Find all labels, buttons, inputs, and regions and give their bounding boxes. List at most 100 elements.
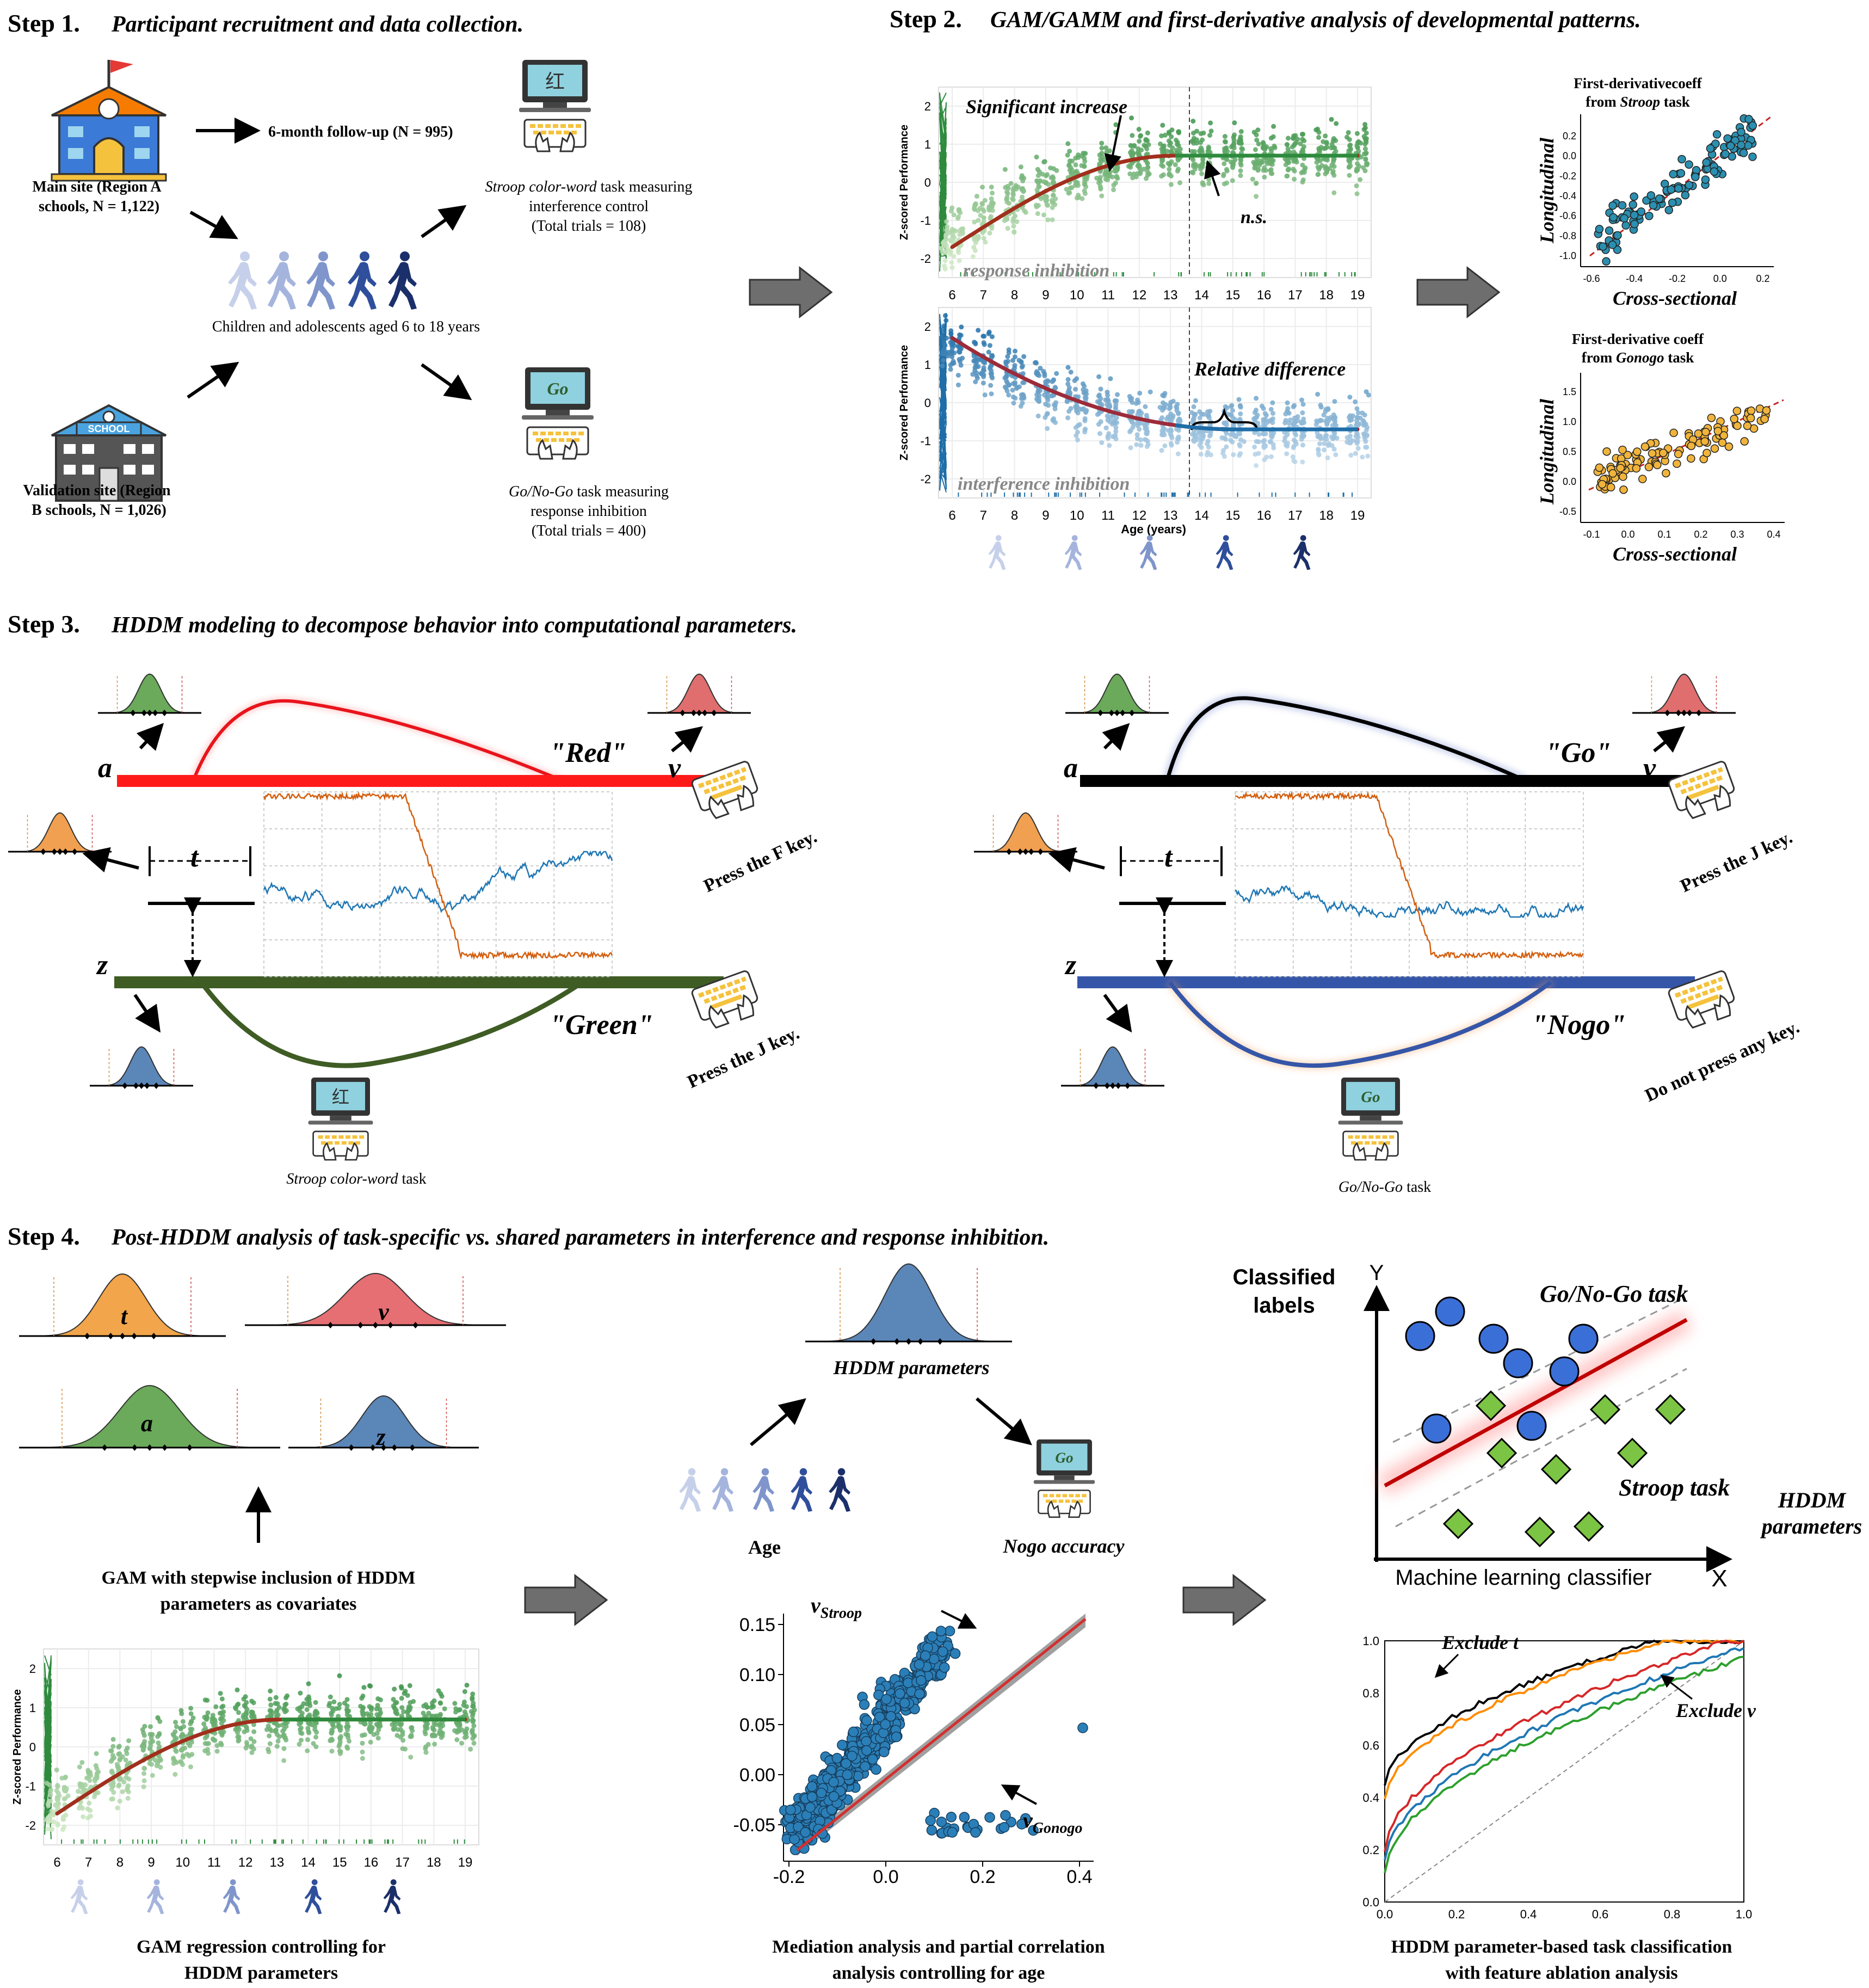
age-walkers-icon [228,251,417,310]
svg-text:2: 2 [924,320,931,334]
roc-caption-2: with feature ablation analysis [1445,1963,1677,1983]
keyboard-icon-f [690,759,763,824]
svg-text:9: 9 [147,1855,155,1870]
svg-text:-0.2: -0.2 [773,1867,805,1887]
svg-text:0.05: 0.05 [739,1715,775,1735]
svg-text:-0.6: -0.6 [1559,211,1576,221]
param-a: a [98,753,112,784]
svg-text:-0.4: -0.4 [1559,190,1576,201]
svg-text:14: 14 [1194,508,1209,523]
svg-text:8: 8 [116,1855,124,1870]
svg-text:0.2: 0.2 [1563,131,1576,141]
flow-arrow-2 [1416,267,1500,318]
svg-text:1: 1 [924,358,931,372]
step3-panel: a v t z "Red" "Green" Press the F key. P… [8,673,1803,1196]
roc-caption-1: HDDM parameter-based task classification [1391,1937,1732,1957]
svg-text:11: 11 [1101,508,1115,523]
svg-text:13: 13 [269,1855,284,1870]
svg-text:0.6: 0.6 [1592,1907,1609,1921]
svg-text:1: 1 [924,138,931,151]
svg-text:0.5: 0.5 [1563,446,1576,457]
svg-text:0: 0 [29,1740,36,1754]
svg-text:-2: -2 [920,252,931,266]
svg-text:0.0: 0.0 [1621,529,1634,540]
param-z: z [96,950,108,981]
svg-text:18: 18 [1319,508,1334,523]
posterior-z: z [288,1395,479,1451]
flow-arrow-3 [524,1574,608,1626]
svg-text:0: 0 [924,396,931,410]
stroop-desc-3: (Total trials = 108) [532,218,646,235]
svg-text:17: 17 [1288,508,1303,523]
validation-label-2: B schools, N = 1,026) [32,502,166,519]
svg-text:z: z [375,1424,385,1450]
no-press-label: Do not press any key. [1642,1017,1803,1106]
gam-reg-2: HDDM parameters [184,1963,338,1983]
svg-text:0.2: 0.2 [1756,273,1769,284]
ddm-gonogo: a v t z "Go" "Nogo" Press the J key. Do … [974,673,1803,1196]
press-j-label: Press the J key. [684,1023,803,1092]
svg-text:7: 7 [980,508,987,523]
svg-text:0.4: 0.4 [1066,1867,1092,1887]
svg-text:0.2: 0.2 [1362,1843,1379,1857]
svg-text:-0.2: -0.2 [1559,170,1576,181]
bottom-ylabel: Z-scored Performance [898,345,910,460]
svg-text:19: 19 [1350,288,1365,303]
svg-text:0.0: 0.0 [1377,1907,1393,1921]
svg-text:a: a [141,1410,153,1437]
svg-text:0.2: 0.2 [1448,1907,1465,1921]
flow-arrow-1 [749,267,832,318]
v-gonogo-label: vGonogo [1023,1808,1083,1837]
svg-text:0.00: 0.00 [739,1765,775,1786]
svg-text:1.5: 1.5 [1563,386,1576,397]
step4-panel: t v a z GAM with stepwise inclusion of H… [11,1261,1862,1983]
svg-text:0: 0 [924,176,931,189]
validation-label-1: Validation site (Region [23,482,171,499]
stroop-desc-1: Stroop color-word task measuring [485,179,693,195]
mediation-caption-2: analysis controlling for age [832,1963,1045,1983]
svg-text:0.0: 0.0 [1713,273,1727,284]
svg-text:0.8: 0.8 [1664,1907,1681,1921]
gonogo-computer-icon: Go [521,366,595,460]
v-stroop-label: vStroop [811,1593,862,1622]
svg-text:1.0: 1.0 [1736,1907,1753,1921]
press-j-label-2: Press the J key. [1677,827,1796,896]
svg-text:8: 8 [1011,288,1018,303]
relative-difference-label: Relative difference [1194,358,1346,380]
param-v-2: v [1643,753,1656,784]
step2-walkers-icon [988,535,1311,570]
svg-text:Go: Go [1055,1450,1073,1466]
gonogo-task-label: Go/No-Go task [1540,1281,1688,1307]
scatter1-xlabel: Cross-sectional [1613,287,1737,309]
posterior-v: v [245,1272,506,1328]
svg-text:15: 15 [1225,508,1240,523]
age-xlabel: Age (years) [1121,522,1186,536]
svg-text:-2: -2 [25,1819,36,1832]
svg-text:19: 19 [1350,508,1365,523]
main-to-children-arrow [189,211,238,239]
svg-text:1.0: 1.0 [1563,416,1576,427]
response-nogo: "Nogo" [1532,1010,1626,1041]
response-red: "Red" [550,737,627,768]
scatter2-xlabel: Cross-sectional [1613,543,1737,565]
step4-heading: Step 4. Post-HDDM analysis of task-speci… [8,1222,1049,1250]
svg-text:0.1: 0.1 [1657,529,1671,540]
svg-text:0.3: 0.3 [1730,529,1744,540]
svg-text:19: 19 [458,1855,473,1870]
svg-text:-1: -1 [920,434,931,448]
main-school-icon [51,60,167,182]
svg-text:0.2: 0.2 [970,1867,995,1887]
svg-text:6: 6 [948,288,955,303]
scatter2-title-2: from Gonogo task [1582,349,1694,366]
svg-text:-1: -1 [920,214,931,227]
svg-text:7: 7 [85,1855,92,1870]
children-label: Children and adolescents aged 6 to 18 ye… [212,318,480,335]
step2-title: GAM/GAMM and first-derivative analysis o… [990,8,1641,33]
posterior-a: a [19,1384,280,1451]
svg-text:13: 13 [1163,288,1178,303]
axis-x-label: X [1711,1565,1727,1592]
svg-text:0.4: 0.4 [1520,1907,1537,1921]
validation-school-icon: SCHOOL [51,404,166,502]
ml-classifier-label: Machine learning classifier [1395,1566,1651,1590]
